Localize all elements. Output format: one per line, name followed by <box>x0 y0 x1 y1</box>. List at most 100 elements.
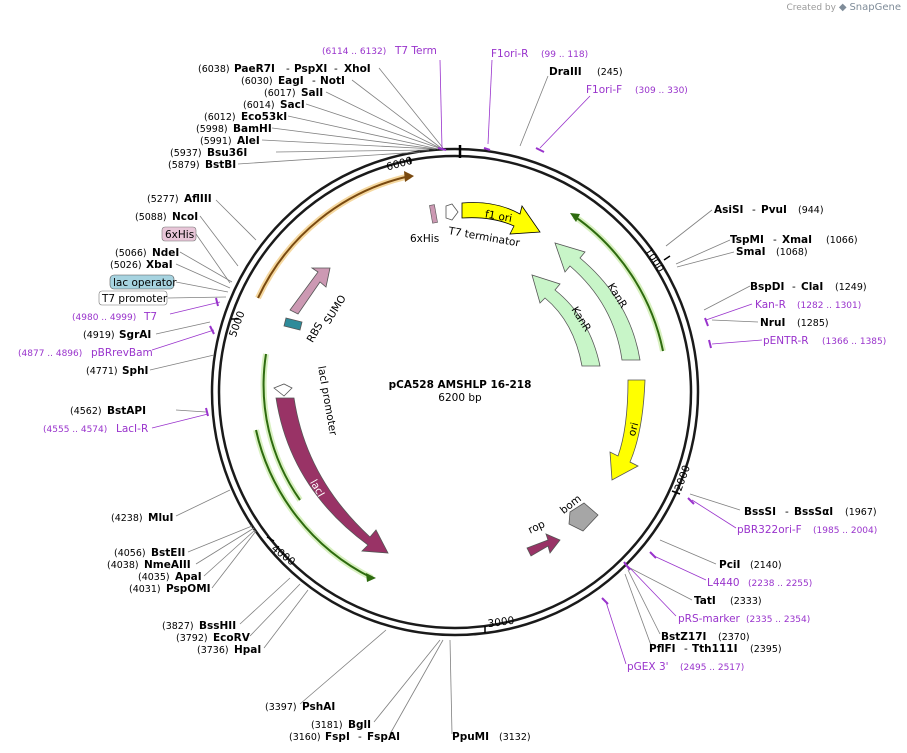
primer-name: pGEX 3' <box>627 661 669 673</box>
site-pos: (5088) <box>135 212 167 223</box>
site-name: BstBI <box>205 159 236 171</box>
plasmid-backbone <box>210 147 700 637</box>
site-pos: (5277) <box>147 194 179 205</box>
site-name: NruI <box>760 317 785 329</box>
primer-range: (99 .. 118) <box>541 50 588 60</box>
site-name: XmaI <box>782 234 812 246</box>
site-name: AleI <box>237 135 260 147</box>
site-pos: (3160) <box>289 732 321 743</box>
right-sites: F1ori-R (99 .. 118) DraIII (245) F1ori-F… <box>491 48 886 673</box>
plasmid-name: pCA528 AMSHLP 16-218 <box>389 379 532 391</box>
site-pos: (6038) <box>198 64 230 75</box>
site-name: TspMI <box>730 234 764 246</box>
f1-ori-arrow <box>461 202 541 235</box>
snapgene-watermark: Created by ◆ SnapGene <box>786 2 901 13</box>
site-name: PvuI <box>761 204 787 216</box>
site-name: PflFI <box>649 643 676 655</box>
primer-range: (2238 .. 2255) <box>748 579 812 589</box>
kanr-inner-arrow <box>531 274 601 367</box>
site-name: EcoRV <box>213 632 251 644</box>
primer-name: pENTR-R <box>763 335 809 347</box>
left-bottom-sites: (4238) MluI (4056) BstEII (4038) NmeAIII… <box>107 512 531 743</box>
site-dash: - <box>792 281 796 293</box>
site-name: ClaI <box>801 281 823 293</box>
site-name: NmeAIII <box>144 559 191 571</box>
primer-name: F1ori-F <box>586 84 622 96</box>
laci-promoter-label: lacI promoter <box>315 365 339 437</box>
site-pos: (4031) <box>129 584 161 595</box>
ori-arrow <box>609 379 646 481</box>
site-pos: (2140) <box>750 560 782 571</box>
primer-range: (2495 .. 2517) <box>680 663 744 673</box>
site-name: AsiSI <box>714 204 743 216</box>
sumo-arrow <box>289 267 331 315</box>
primer-range: (1366 .. 1385) <box>822 337 886 347</box>
site-dash: - <box>785 506 789 518</box>
tick-label-3000: 3000 <box>487 615 515 631</box>
laci-arrow <box>275 397 389 554</box>
site-name: NotI <box>320 75 345 87</box>
site-pos: (6017) <box>264 88 296 99</box>
site-pos: (5026) <box>110 260 142 271</box>
rbs-box <box>283 317 303 331</box>
site-name: PciI <box>719 559 740 571</box>
site-pos: (944) <box>798 205 824 216</box>
primer-range: (4877 .. 4896) <box>18 349 82 359</box>
site-pos: (6030) <box>241 76 273 87</box>
site-name: PspXI <box>294 63 327 75</box>
site-dash: - <box>312 75 316 87</box>
primer-name: LacI-R <box>116 423 148 435</box>
site-name: ApaI <box>175 571 202 583</box>
site-pos: (4919) <box>83 330 115 341</box>
site-pos: (4056) <box>114 548 146 559</box>
site-pos: (5937) <box>170 148 202 159</box>
site-name: PaeR7I <box>234 63 275 75</box>
primer-name: F1ori-R <box>491 48 528 60</box>
site-pos: (5998) <box>196 124 228 135</box>
site-name: Tth111I <box>692 643 737 655</box>
site-name: BspDI <box>750 281 784 293</box>
site-pos: (1249) <box>835 282 867 293</box>
his-tag-badge <box>161 226 197 242</box>
site-pos: (2395) <box>750 644 782 655</box>
site-pos: (5066) <box>115 248 147 259</box>
primer-name: pRS-marker <box>678 613 741 625</box>
site-pos: (2333) <box>730 596 762 607</box>
watermark-brand: SnapGene <box>849 2 901 13</box>
site-pos: (4562) <box>70 406 102 417</box>
site-dash: - <box>286 63 290 75</box>
rop-label: rop <box>526 518 547 536</box>
site-pos: (6014) <box>243 100 275 111</box>
site-dash: - <box>358 731 362 743</box>
site-pos: (245) <box>597 67 623 78</box>
site-name: HpaI <box>234 644 261 656</box>
site-name: BamHI <box>233 123 272 135</box>
site-dash: - <box>773 234 777 246</box>
site-dash: - <box>334 63 338 75</box>
primer-name: pBRrevBam <box>91 347 153 359</box>
site-pos: (2370) <box>718 632 750 643</box>
site-pos: (3736) <box>197 645 229 656</box>
primer-name: Kan-R <box>755 299 786 311</box>
site-name: FspI <box>325 731 350 743</box>
site-connectors <box>149 67 759 735</box>
sumo-label: SUMO <box>322 293 349 326</box>
primer-range: (309 .. 330) <box>635 86 688 96</box>
tick-label-2000: 2000 <box>673 464 693 493</box>
watermark-created-by: Created by <box>786 3 836 13</box>
site-pos: (4038) <box>107 560 139 571</box>
site-name: Bsu36I <box>207 147 247 159</box>
t7-promoter-badge <box>98 290 168 306</box>
primer-name: pBR322ori-F <box>737 524 802 536</box>
laci-promoter-arrow <box>273 383 293 397</box>
site-pos: (4771) <box>86 366 118 377</box>
primer-marks <box>151 59 763 665</box>
site-name: NdeI <box>152 247 179 259</box>
lac-operator-badge <box>109 274 175 290</box>
lac-operator-badge-label: lac operator <box>113 277 177 289</box>
t7-terminator-box <box>445 203 459 221</box>
kanr-outer-arrow <box>554 242 641 361</box>
site-name: PshAI <box>302 701 335 713</box>
site-pos: (3181) <box>311 720 343 731</box>
orf-arcs <box>253 171 666 582</box>
